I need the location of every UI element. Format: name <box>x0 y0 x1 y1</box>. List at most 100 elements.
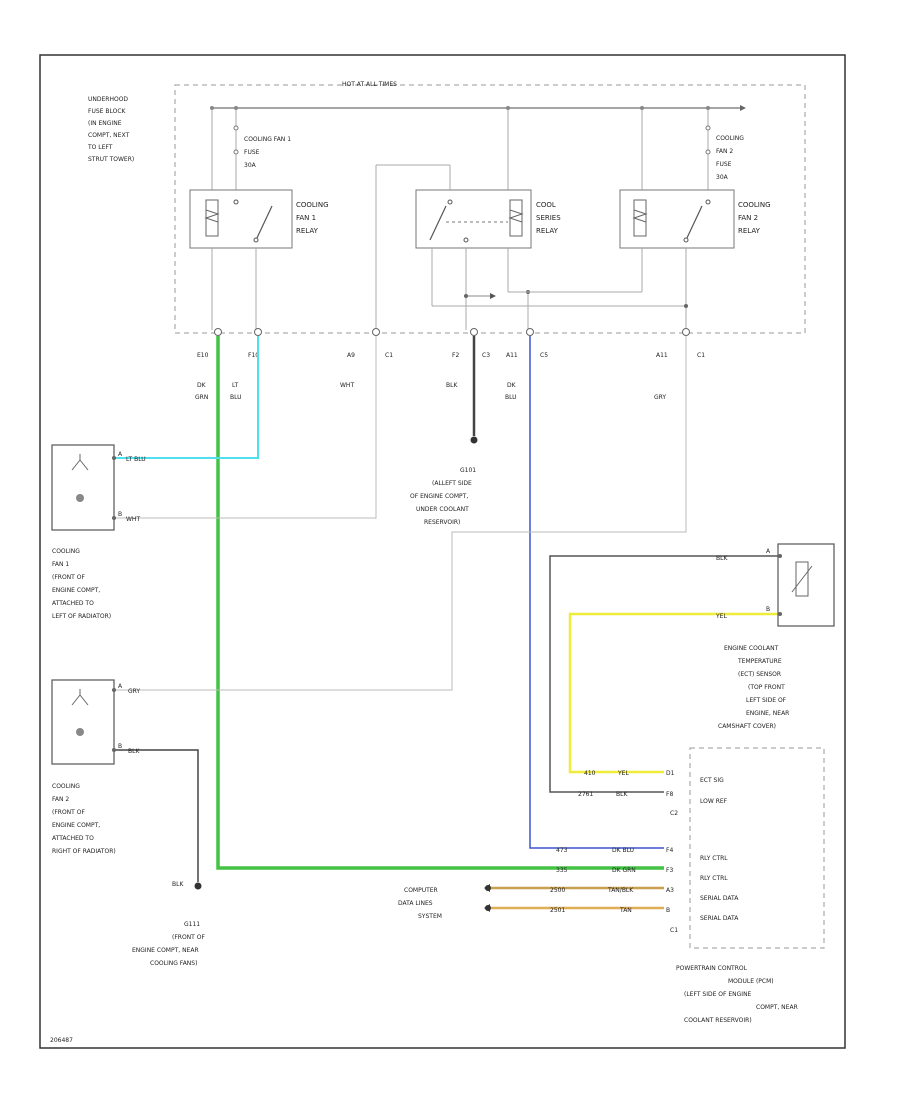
pcm-row: 2501 TAN B SERIAL DATA <box>550 907 739 922</box>
svg-text:C5: C5 <box>540 352 548 359</box>
cooling-fan-1-fuse: COOLING FAN 1 FUSE 30A <box>233 125 291 169</box>
ground-g101-label: G101 (ALLEFT SIDE OF ENGINE COMPT, UNDER… <box>410 467 476 526</box>
svg-text:335: 335 <box>556 867 568 874</box>
svg-text:F2: F2 <box>452 352 459 359</box>
svg-text:G111: G111 <box>184 921 200 928</box>
svg-text:A9: A9 <box>347 352 355 359</box>
svg-text:COMPT, NEXT: COMPT, NEXT <box>88 132 129 139</box>
svg-text:COOL: COOL <box>536 201 556 209</box>
svg-text:SERIES: SERIES <box>536 214 561 222</box>
dk-grn-wire <box>216 336 664 870</box>
pcm: 410 YEL D1 ECT SIG 2761 BLK F8 LOW REF C… <box>550 747 825 1024</box>
svg-text:(ALLEFT SIDE: (ALLEFT SIDE <box>432 480 472 487</box>
svg-text:2501: 2501 <box>550 907 565 914</box>
svg-text:473: 473 <box>556 847 568 854</box>
svg-text:DK GRN: DK GRN <box>612 867 636 874</box>
page-id: 206487 <box>50 1037 73 1044</box>
hot-at-all-times-label: HOT AT ALL TIMES <box>342 81 397 88</box>
pcm-row: 473 DK BLU F4 RLY CTRL <box>556 847 728 862</box>
svg-text:C3: C3 <box>482 352 490 359</box>
svg-text:B: B <box>118 511 122 518</box>
svg-text:UNDERHOOD: UNDERHOOD <box>88 96 128 103</box>
svg-text:(FRONT OF: (FRONT OF <box>52 574 85 581</box>
svg-text:WHT: WHT <box>126 516 140 523</box>
svg-text:COOLING: COOLING <box>716 135 744 142</box>
svg-text:E10: E10 <box>197 352 209 359</box>
ground-g101-icon <box>470 436 478 444</box>
svg-text:ENGINE COMPT,: ENGINE COMPT, <box>52 587 100 594</box>
fuse-block-connectors: E10 F10 A9 C1 F2 C3 A11 C5 A11 C1 <box>197 328 705 359</box>
svg-text:ATTACHED TO: ATTACHED TO <box>52 835 94 842</box>
svg-text:F10: F10 <box>248 352 259 359</box>
svg-text:30A: 30A <box>716 174 729 181</box>
svg-text:LT BLU: LT BLU <box>126 456 146 463</box>
svg-text:BLU: BLU <box>505 394 517 401</box>
svg-text:A: A <box>118 451 123 458</box>
svg-text:OF ENGINE COMPT,: OF ENGINE COMPT, <box>410 493 468 500</box>
fuse-block-outline <box>174 84 806 334</box>
ground-g111-icon <box>194 882 202 890</box>
svg-text:FAN 2: FAN 2 <box>52 796 69 803</box>
svg-text:B: B <box>766 606 770 613</box>
svg-text:DK: DK <box>507 382 517 389</box>
svg-text:RELAY: RELAY <box>536 227 559 235</box>
svg-text:(TOP FRONT: (TOP FRONT <box>748 684 785 691</box>
svg-text:BLK: BLK <box>128 748 140 755</box>
svg-text:BLK: BLK <box>616 791 628 798</box>
svg-text:TAN: TAN <box>619 907 632 914</box>
svg-text:B: B <box>118 743 122 750</box>
svg-text:COOLING: COOLING <box>52 783 80 790</box>
fan-motor-icon <box>76 494 84 502</box>
svg-text:C1: C1 <box>670 927 678 934</box>
svg-text:C1: C1 <box>697 352 705 359</box>
fan-motor-icon <box>76 728 84 736</box>
svg-text:A: A <box>118 683 123 690</box>
svg-text:RLY CTRL: RLY CTRL <box>700 855 728 862</box>
svg-text:COOLING FAN 1: COOLING FAN 1 <box>244 136 291 143</box>
svg-text:SERIAL DATA: SERIAL DATA <box>700 895 739 902</box>
connector-pin-icon <box>254 328 262 336</box>
svg-text:TAN/BLK: TAN/BLK <box>607 887 634 894</box>
svg-text:BLK: BLK <box>716 555 728 562</box>
svg-text:ENGINE COOLANT: ENGINE COOLANT <box>724 645 779 652</box>
cooling-fan-1: A LT BLU B WHT COOLING FAN 1 (FRONT OF E… <box>51 444 146 620</box>
cooling-fan-2-label: COOLING FAN 2 (FRONT OF ENGINE COMPT, AT… <box>52 783 116 855</box>
svg-text:LEFT OF RADIATOR): LEFT OF RADIATOR) <box>52 613 111 620</box>
gry-wire <box>115 336 687 691</box>
cooling-fan-1-label: COOLING FAN 1 (FRONT OF ENGINE COMPT, AT… <box>52 548 111 620</box>
svg-text:(FRONT OF: (FRONT OF <box>172 934 205 941</box>
pcm-row: 335 DK GRN F3 RLY CTRL <box>556 867 728 882</box>
connector-pin-icon <box>682 328 690 336</box>
svg-text:D1: D1 <box>666 770 675 777</box>
svg-text:GRN: GRN <box>195 394 208 401</box>
svg-text:COMPUTER: COMPUTER <box>404 887 438 894</box>
relay-coil-icon <box>205 199 219 237</box>
svg-text:COOLING: COOLING <box>296 201 329 209</box>
cool-series-relay: COOL SERIES RELAY <box>415 189 561 249</box>
svg-text:YEL: YEL <box>715 613 727 620</box>
pcm-row: 2500 TAN/BLK A3 SERIAL DATA <box>550 887 739 902</box>
svg-text:COOLANT RESERVOIR): COOLANT RESERVOIR) <box>684 1017 752 1024</box>
svg-text:A11: A11 <box>506 352 518 359</box>
thermistor-icon <box>795 561 809 597</box>
svg-text:G101: G101 <box>460 467 476 474</box>
svg-text:POWERTRAIN CONTROL: POWERTRAIN CONTROL <box>676 965 748 972</box>
svg-text:CAMSHAFT COVER): CAMSHAFT COVER) <box>718 723 776 730</box>
pcm-row: 2761 BLK F8 LOW REF <box>578 791 728 805</box>
svg-text:SERIAL DATA: SERIAL DATA <box>700 915 739 922</box>
svg-text:ENGINE COMPT,: ENGINE COMPT, <box>52 822 100 829</box>
svg-text:(FRONT OF: (FRONT OF <box>52 809 85 816</box>
ect-yel-wire <box>568 612 780 774</box>
relay-coil-icon <box>633 199 647 237</box>
relay-switch-icon <box>255 205 273 241</box>
svg-text:GRY: GRY <box>654 394 666 401</box>
svg-text:F8: F8 <box>666 791 673 798</box>
svg-text:SYSTEM: SYSTEM <box>418 913 442 920</box>
svg-text:A3: A3 <box>666 887 674 894</box>
svg-text:DK: DK <box>197 382 207 389</box>
svg-text:C1: C1 <box>385 352 393 359</box>
svg-text:FUSE: FUSE <box>716 161 732 168</box>
svg-text:(ECT) SENSOR: (ECT) SENSOR <box>738 671 781 678</box>
ect-sensor-label: ENGINE COOLANT TEMPERATURE (ECT) SENSOR … <box>718 645 789 730</box>
svg-text:BLK: BLK <box>172 881 184 888</box>
